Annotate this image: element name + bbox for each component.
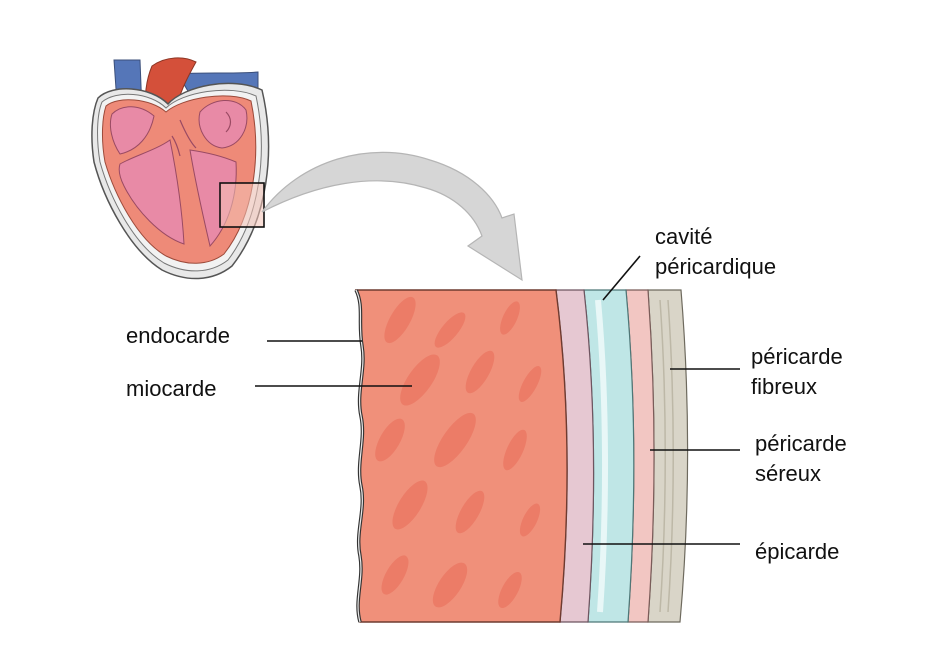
myocardium-texture xyxy=(375,296,542,609)
cavity-highlight xyxy=(595,299,609,613)
cavite-leader xyxy=(602,255,641,301)
endocardium-edge xyxy=(354,289,365,623)
fibrous-streaks xyxy=(659,299,674,613)
valve-lines xyxy=(171,111,232,157)
heart-section-icon xyxy=(91,57,270,280)
label-pericarde-sereux: péricarde séreux xyxy=(755,429,847,489)
label-pericarde-sereux-line2: séreux xyxy=(755,461,822,486)
zoom-box xyxy=(219,182,265,228)
label-epicarde: épicarde xyxy=(755,539,840,564)
label-pericarde-fibreux-line2: fibreux xyxy=(751,374,818,399)
endocardium-edge-inner xyxy=(355,289,364,623)
label-pericarde-fibreux: péricarde fibreux xyxy=(751,342,843,402)
label-pericarde-fibreux-line1: péricarde xyxy=(751,344,843,369)
label-miocarde: miocarde xyxy=(126,376,217,401)
wall-section xyxy=(354,289,689,623)
label-pericarde-sereux-line1: péricarde xyxy=(755,431,847,456)
label-endocarde: endocarde xyxy=(126,323,230,348)
left-atrium xyxy=(198,100,248,149)
curved-arrow-icon xyxy=(261,151,523,282)
right-atrium xyxy=(109,106,155,155)
label-cavite-line2: péricardique xyxy=(655,254,777,279)
label-cavite-pericardique: cavité péricardique xyxy=(655,222,776,282)
leader-lines xyxy=(255,255,740,545)
right-ventricle xyxy=(118,139,185,245)
label-cavite-line1: cavité xyxy=(655,224,713,249)
